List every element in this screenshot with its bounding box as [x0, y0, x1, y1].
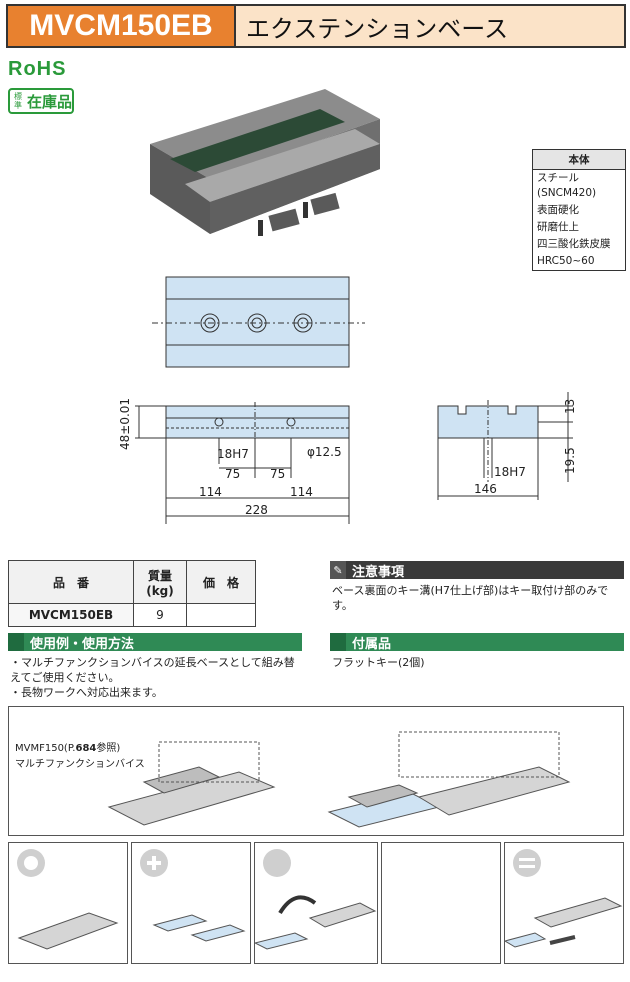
- product-name: エクステンションベース: [236, 6, 624, 46]
- dim-h7-side: 18H7: [494, 465, 526, 479]
- step-3-illustration: [253, 849, 377, 950]
- spec-line: 四三酸化鉄皮膜: [537, 238, 611, 250]
- dim-228: 228: [245, 503, 268, 517]
- step-panel-4: [381, 842, 501, 964]
- notice-header: ✎ 注意事項: [330, 561, 624, 580]
- title-bar: MVCM150EB エクステンションベース: [6, 4, 626, 48]
- notice-text: ベース裏面のキー溝(H7仕上げ部)はキー取付け部のみです。: [332, 584, 609, 612]
- stock-small-label: 標準: [14, 92, 22, 110]
- cell-mass: 9: [133, 603, 187, 627]
- cell-price: [186, 603, 256, 627]
- usage-text: ・マルチファンクションバイスの延長ベースとして組み替えてご使用ください。 ・長物…: [10, 655, 300, 700]
- step-2-illustration: [140, 849, 246, 942]
- product-table: 品 番 質量(kg) 価 格 MVCM150EB 9: [8, 560, 256, 627]
- dim-75-left: 75: [225, 467, 240, 481]
- step-panel-5: [503, 842, 624, 964]
- example-label-vise: マルチファンクションバイス: [15, 759, 145, 770]
- step-panel-1: [8, 842, 128, 964]
- step-panel-2: [131, 842, 251, 964]
- example-label: MVMF150(P.684参照): [15, 741, 120, 756]
- header-mass-unit: (kg): [146, 583, 174, 598]
- step-panel-3: [253, 842, 378, 964]
- example-label-page: 684: [75, 743, 97, 754]
- front-view-drawing: 48±0.01 18H7 75 75 φ12.5 114 114 228: [118, 398, 350, 524]
- step-5-illustration: [503, 849, 623, 948]
- square-icon: [8, 633, 24, 651]
- accessory-title: 付属品: [352, 636, 392, 652]
- notice-title: 注意事項: [352, 564, 405, 580]
- top-view-drawing: [152, 276, 365, 368]
- dim-114-left: 114: [199, 485, 222, 499]
- usage-example-panel: MVMF150(P.684参照) マルチファンクションバイス: [8, 706, 624, 836]
- table-row: MVCM150EB 9: [8, 603, 256, 627]
- spec-box: 本体 スチール(SNCM420) 表面硬化 研磨仕上 四三酸化鉄皮膜 HRC50…: [532, 149, 626, 271]
- spec-line: 研磨仕上: [537, 221, 579, 233]
- usage-title: 使用例・使用方法: [30, 636, 135, 652]
- spec-line: HRC50~60: [537, 255, 595, 267]
- dim-146: 146: [474, 482, 497, 496]
- spec-line: 表面硬化: [537, 204, 579, 216]
- header-price: 価 格: [186, 560, 256, 604]
- example-label-part2: 参照): [96, 743, 121, 754]
- spec-title: 本体: [533, 150, 625, 170]
- dim-19-5: 19.5: [563, 447, 577, 474]
- stock-badge: 標準 在庫品: [8, 88, 74, 114]
- product-photo: [150, 89, 380, 236]
- pencil-icon: ✎: [330, 561, 346, 579]
- product-code: MVCM150EB: [8, 6, 236, 46]
- step-1-illustration: [17, 849, 119, 950]
- rohs-badge: RoHS: [8, 58, 67, 80]
- dim-75-right: 75: [270, 467, 285, 481]
- header-mass-label: 質量: [147, 568, 172, 583]
- header-part: 品 番: [8, 560, 134, 604]
- usage-line: ・長物ワークへ対応出来ます。: [10, 686, 163, 699]
- dim-114-right: 114: [290, 485, 313, 499]
- cell-part: MVCM150EB: [8, 603, 134, 627]
- usage-header: 使用例・使用方法: [8, 633, 302, 652]
- dim-phi: φ12.5: [307, 445, 342, 459]
- dim-h7-front: 18H7: [217, 447, 249, 461]
- stock-label: 在庫品: [27, 92, 73, 111]
- accessory-text: フラットキー(2個): [332, 656, 425, 669]
- dim-13: 13: [563, 399, 577, 414]
- side-view-drawing: 13 19.5 18H7 146: [437, 392, 577, 500]
- accessory-header: 付属品: [330, 633, 624, 652]
- spec-line: スチール(SNCM420): [537, 172, 597, 199]
- dim-height: 48±0.01: [118, 398, 132, 450]
- example-illustration: [107, 731, 571, 828]
- square-icon: [330, 633, 346, 651]
- usage-line: ・マルチファンクションバイスの延長ベースとして組み替えてご使用ください。: [10, 656, 295, 684]
- header-mass: 質量(kg): [133, 560, 187, 604]
- example-label-part1: MVMF150(P.: [15, 743, 76, 754]
